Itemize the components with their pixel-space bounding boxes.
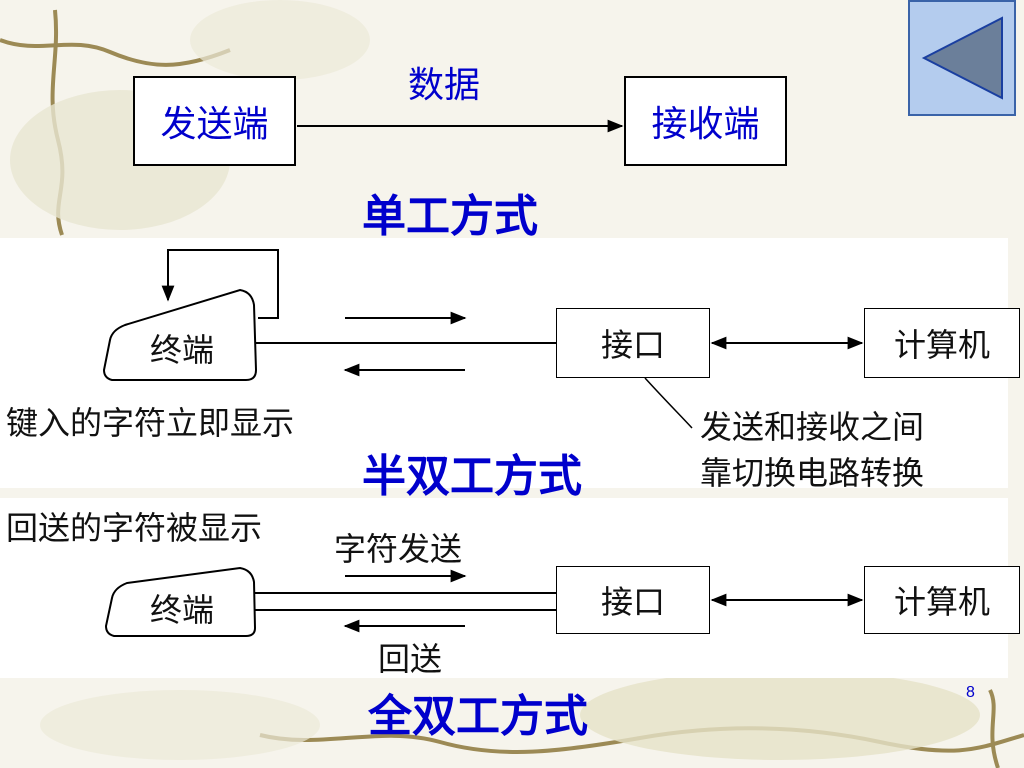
full-interface-label: 接口 [600, 583, 665, 621]
half-interface-label: 接口 [600, 326, 665, 364]
full-return-label: 回送 [378, 640, 443, 678]
half-callout-line [644, 377, 693, 429]
half-computer-label: 计算机 [893, 326, 990, 364]
simplex-sender-box: 发送端 [133, 76, 296, 166]
half-terminal-shape [102, 288, 258, 381]
page-number: 8 [966, 684, 975, 701]
full-computer-box: 计算机 [864, 566, 1020, 634]
full-send-label: 字符发送 [334, 530, 463, 568]
half-interface-box: 接口 [556, 308, 710, 378]
half-loopback-line [161, 249, 279, 319]
half-right-note-line1: 发送和接收之间 [700, 408, 925, 446]
simplex-receiver-box: 接收端 [624, 76, 787, 166]
half-computer-box: 计算机 [864, 308, 1020, 378]
half-mode-title: 半双工方式 [362, 451, 582, 502]
half-left-note: 键入的字符立即显示 [6, 404, 295, 442]
simplex-receiver-label: 接收端 [651, 104, 760, 145]
half-right-note-line2: 靠切换电路转换 [700, 454, 925, 492]
full-terminal-shape [104, 566, 257, 637]
simplex-sender-label: 发送端 [160, 104, 269, 145]
triangle-left-icon [921, 16, 1003, 100]
full-left-note: 回送的字符被显示 [6, 509, 263, 547]
simplex-mode-title: 单工方式 [362, 191, 538, 242]
half-terminal-label: 终端 [150, 331, 215, 369]
full-computer-label: 计算机 [893, 583, 990, 621]
back-nav-button[interactable] [908, 0, 1016, 116]
full-interface-box: 接口 [556, 566, 710, 634]
full-terminal-label: 终端 [150, 591, 215, 629]
full-mode-title: 全双工方式 [368, 691, 588, 742]
simplex-data-label: 数据 [408, 65, 481, 106]
